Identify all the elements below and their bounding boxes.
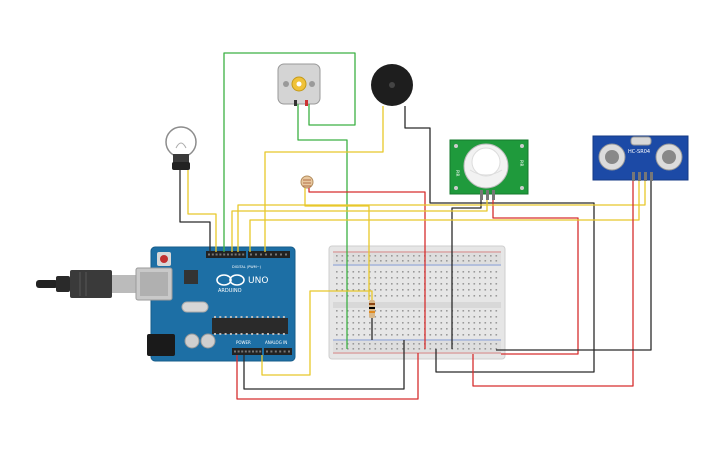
wire-yellow-sonar-2[interactable] (237, 181, 646, 252)
digital-header-2 (248, 251, 290, 258)
power-header (232, 348, 262, 355)
wire-black-gnd[interactable] (243, 340, 405, 390)
pir-sensor[interactable]: PIR PIR (449, 139, 529, 200)
wire-yellow-ldr[interactable] (304, 188, 370, 300)
digital-header-1 (206, 251, 246, 258)
usb-cable (36, 270, 136, 298)
arduino-uno-board[interactable]: UNO ARDUINO DIGITAL (PWM~) POWER ANALOG … (36, 246, 296, 362)
wire-black-sonar[interactable] (496, 181, 652, 351)
usb-chip (184, 270, 198, 284)
digital-label: DIGITAL (PWM~) (232, 265, 262, 269)
breadboard-holes (336, 255, 498, 350)
wire-red-sonar[interactable] (472, 181, 634, 387)
wire-red-ldr[interactable] (308, 188, 426, 349)
piezo-buzzer[interactable] (371, 64, 413, 106)
wire-yellow-sonar-1[interactable] (249, 181, 640, 252)
wires (179, 52, 652, 400)
wire-red-pir[interactable] (492, 200, 579, 355)
arduino-logo (216, 274, 245, 286)
wire-red-5v[interactable] (236, 353, 419, 400)
power-label: POWER (236, 340, 251, 345)
capacitor-2 (200, 333, 216, 349)
pir-right-label: PIR (519, 160, 524, 167)
wire-black-pir[interactable] (451, 200, 482, 349)
light-bulb[interactable] (165, 126, 197, 170)
wire-yellow-pir[interactable] (231, 200, 488, 252)
uno-label: UNO (248, 276, 268, 286)
dc-jack (147, 334, 175, 356)
capacitor-1 (184, 333, 200, 349)
atmega-chip (212, 318, 288, 334)
wire-green-motor-2[interactable] (297, 104, 348, 349)
resistor[interactable] (369, 300, 375, 318)
header-pins (208, 253, 290, 353)
wire-green-motor[interactable] (223, 52, 356, 252)
wire-yellow-buzzer[interactable] (264, 106, 384, 252)
arduino-brand: ARDUINO (218, 288, 242, 294)
pir-left-label: PIR (455, 170, 460, 177)
wire-black-bulb[interactable] (179, 170, 211, 252)
crystal-oscillator (181, 301, 209, 313)
wire-yellow-analog[interactable] (261, 290, 373, 376)
wire-yellow-bulb[interactable] (187, 170, 217, 252)
ultrasonic-sensor[interactable]: HC-SR04 (592, 135, 689, 181)
wire-black-buzzer[interactable] (404, 106, 595, 373)
ultrasonic-label: HC-SR04 (628, 149, 650, 155)
dc-motor[interactable] (277, 63, 321, 106)
breadboard[interactable] (328, 245, 506, 360)
analog-header (264, 348, 292, 355)
analog-label: ANALOG IN (265, 340, 287, 345)
photoresistor[interactable] (300, 175, 314, 189)
